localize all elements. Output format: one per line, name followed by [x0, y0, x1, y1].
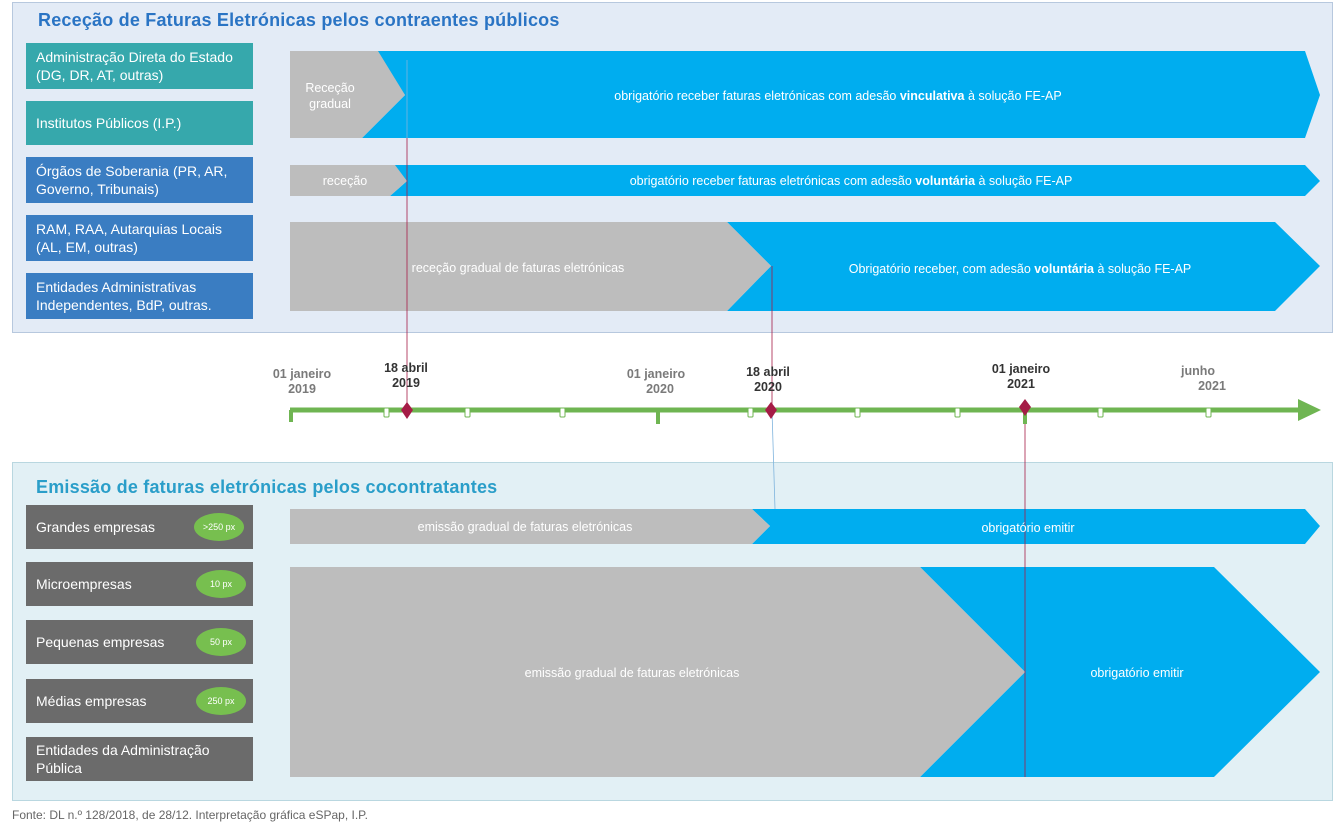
bar4-gray-text: emissão gradual de faturas eletrónicas	[417, 520, 633, 534]
label-entidades-independentes: Entidades Administrativas Independentes,…	[26, 273, 253, 319]
month-marker	[464, 407, 471, 418]
bar3-gray-text: receção gradual de faturas eletrónicas	[411, 261, 625, 275]
label-institutos-publicos: Institutos Públicos (I.P.)	[26, 101, 253, 145]
label-ram-raa-autarquias: RAM, RAA, Autarquias Locais (AL, EM, out…	[26, 215, 253, 261]
bar4-blue-text: obrigatório emitir	[981, 521, 1075, 535]
bar2-gray-text: receção	[322, 174, 368, 188]
month-marker	[1097, 407, 1104, 418]
bar5-blue-text: obrigatório emitir	[1090, 666, 1184, 680]
label-administracao-direta: Administração Direta do Estado (DG, DR, …	[26, 43, 253, 89]
tick-2021	[1023, 410, 1027, 424]
tick-2019	[289, 410, 293, 422]
month-marker	[854, 407, 861, 418]
bar2-blue-text: obrigatório receber faturas eletrónicas …	[629, 174, 1073, 188]
milestone-diamond-2020	[765, 402, 777, 419]
bar2-blue	[390, 165, 1320, 196]
month-marker	[383, 407, 390, 418]
label-orgaos-soberania: Órgãos de Soberania (PR, AR, Governo, Tr…	[26, 157, 253, 203]
bar2-gray	[290, 165, 407, 196]
bar5-gray	[290, 567, 1025, 777]
reception-title: Receção de Faturas Eletrónicas pelos con…	[38, 10, 560, 30]
label-entidades-administracao-publica: Entidades da Administração Pública	[26, 737, 253, 781]
bar3-blue-text: Obrigatório receber, com adesão voluntár…	[848, 262, 1192, 276]
month-marker	[1205, 407, 1212, 418]
emission-title: Emissão de faturas eletrónicas pelos coc…	[36, 477, 498, 497]
bar1-gray-text: Receção gradual	[305, 81, 355, 111]
bar4-gray	[290, 509, 770, 544]
milestone-line-2020-down	[771, 409, 776, 510]
badge-grandes-empresas: >250 px	[194, 513, 244, 541]
bar3-blue	[727, 222, 1320, 311]
milestone-diamond-2019	[401, 402, 413, 419]
month-marker	[559, 407, 566, 418]
milestone-diamond-2021	[1019, 399, 1031, 416]
bar1-blue	[362, 51, 1320, 138]
month-marker	[954, 407, 961, 418]
tick-2020	[656, 410, 660, 424]
bar1-blue-text: obrigatório receber faturas eletrónicas …	[614, 89, 1062, 103]
badge-microempresas: 10 px	[196, 570, 246, 598]
bar5-blue	[920, 567, 1320, 777]
timeline-arrowhead	[1298, 399, 1321, 421]
bar4-blue	[752, 509, 1320, 544]
bar5-gray-text: emissão gradual de faturas eletrónicas	[524, 666, 740, 680]
source-note: Fonte: DL n.º 128/2018, de 28/12. Interp…	[12, 808, 368, 822]
bar1-gray	[290, 51, 405, 138]
bar3-gray	[290, 222, 771, 311]
badge-pequenas-empresas: 50 px	[196, 628, 246, 656]
month-marker	[747, 407, 754, 418]
badge-medias-empresas: 250 px	[196, 687, 246, 715]
